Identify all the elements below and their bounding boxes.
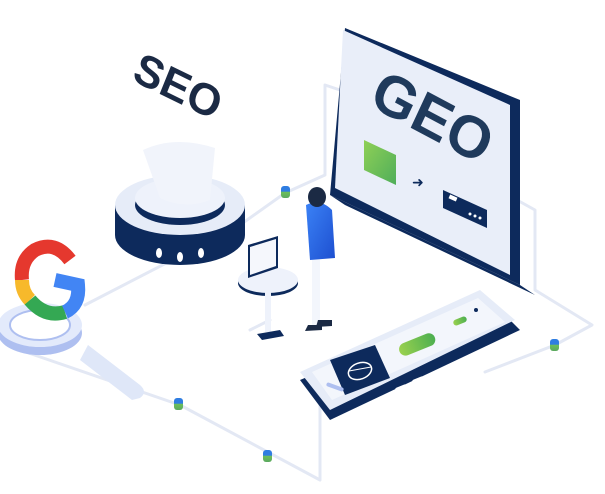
google-g-icon bbox=[14, 239, 86, 321]
server-icon bbox=[443, 190, 487, 228]
magnifier-icon bbox=[0, 303, 144, 400]
smartphone-icon bbox=[300, 290, 520, 420]
desk-computer-icon bbox=[238, 236, 298, 340]
globe-icon bbox=[330, 345, 390, 395]
geo-monitor-icon: GEO ➜ bbox=[330, 28, 535, 295]
arrow-right-icon: ➜ bbox=[412, 174, 424, 190]
database-node-icon bbox=[174, 186, 559, 462]
seo-label: SEO bbox=[127, 44, 229, 130]
seo-hub-icon bbox=[115, 141, 245, 265]
person-icon bbox=[305, 187, 335, 331]
